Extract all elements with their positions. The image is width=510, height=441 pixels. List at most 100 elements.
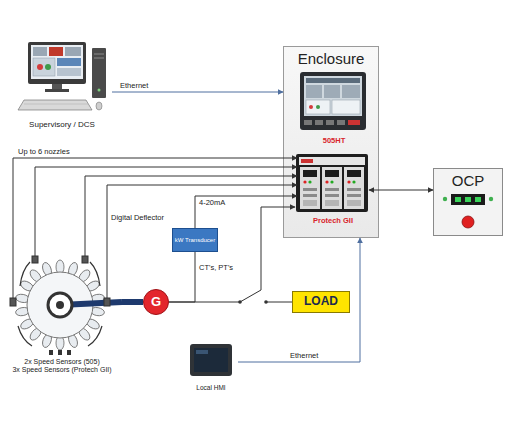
computer-illustration [49,47,63,56]
speed-sensor-symbol [49,350,71,355]
turbine-wheel [67,333,79,349]
turbine-wheel [27,272,93,338]
505ht-panel-illustration [324,85,340,98]
turbine-hub [48,293,72,317]
505ht-panel-illustration [306,100,330,114]
transducer-box: kW Transducer [172,228,218,252]
hmi-illustration [190,344,232,376]
speed-sensor-symbol [58,350,62,355]
edge-label: Ethernet [290,352,318,360]
connector-line [369,190,433,191]
turbine-wheel [19,317,35,331]
505ht-panel-illustration [304,76,362,116]
505ht-panel-illustration [300,72,366,130]
turbine-wheel [15,306,30,316]
computer-node: Supervisory / DCS [12,38,112,130]
protech-panel-illustration [325,180,328,183]
connector-line [107,185,297,240]
edge-label: CT's, PT's [199,264,233,272]
turbine-wheel [28,326,43,342]
turbine-wheel [67,261,79,277]
protech-panel-illustration [308,180,311,183]
protech-panel-illustration [344,167,364,209]
deflector-arc [18,262,102,346]
breaker-status-wire [261,207,295,290]
ocp-illustration [462,216,474,228]
breaker-status-wire [261,207,295,290]
turbine-wheel [41,333,53,349]
turbine-wheel [15,260,105,350]
computer-illustration [65,47,81,56]
node-text: OCP [452,172,485,189]
505ht-panel-illustration [332,100,360,114]
breaker-switch [238,300,268,304]
nozzle-symbol [104,298,110,306]
computer-illustration [45,89,69,92]
edge-label: Ethernet [120,82,148,90]
computer-illustration [45,64,51,70]
nozzle-symbol [82,256,88,263]
505ht-panel-illustration [326,120,334,125]
ocp-box: OCP [433,168,503,236]
connector-line [169,290,292,302]
ocp-illustration [489,197,493,201]
controller-panel: Protech GII [297,155,369,227]
deflector-arc [90,262,100,286]
protech-panel-illustration [303,200,317,206]
turbine-wheel [41,261,53,277]
protech-panel-illustration [325,188,339,191]
ocp-illustration [455,197,461,202]
protech-panel-illustration [347,180,350,183]
connector-line [85,176,297,240]
connector-line [195,196,297,228]
protech-panel-illustration [296,154,368,212]
turbine-wheel [77,326,92,342]
computer-illustration [33,47,47,56]
node-text: kW Transducer [175,237,215,244]
505ht-panel-illustration [309,105,313,109]
turbine-hub [48,293,72,317]
protech-panel-illustration [347,200,361,206]
nozzle-symbol [10,298,16,306]
protech-panel-illustration [303,194,317,197]
computer-illustration [57,58,81,66]
controller-panel: 505HT [301,73,367,147]
protech-panel-illustration [303,180,306,183]
computer-illustration [31,45,83,79]
protech-panel-illustration [347,188,361,191]
connector-line [169,252,195,302]
505ht-panel-illustration [300,72,366,130]
hmi-illustration [194,348,228,372]
protech-panel-illustration [325,200,339,206]
505ht-panel-illustration [306,85,322,98]
protech-panel-illustration [347,194,361,197]
connector-line [112,92,283,93]
computer-illustration [28,42,86,84]
computer-illustration [98,89,101,92]
protech-panel-illustration [325,170,339,177]
node-text: 2x Speed Sensors (505) [24,358,100,366]
hmi-illustration [196,350,208,354]
turbine-wheel [90,306,105,316]
edge-label: Up to 6 nozzles [18,148,70,156]
turbine-wheel [19,279,35,293]
computer-illustration [24,104,88,105]
edge-label: Digital Deflector [111,214,164,222]
computer-illustration [57,68,81,76]
turbine-hub [56,301,64,309]
ocp-illustration [443,194,493,228]
nozzle-symbol [32,256,38,263]
load-box: LOAD [292,291,350,313]
computer-illustration [96,102,102,110]
protech-panel-illustration [347,170,361,177]
deflector-arc [20,262,30,286]
deflector-arc [18,326,32,346]
protech-panel-illustration [325,194,339,197]
connector-line [238,238,360,362]
turbine-wheel [56,336,64,350]
nozzle-symbol [85,240,86,256]
505ht-panel-illustration [316,105,320,109]
breaker-switch [264,300,268,304]
